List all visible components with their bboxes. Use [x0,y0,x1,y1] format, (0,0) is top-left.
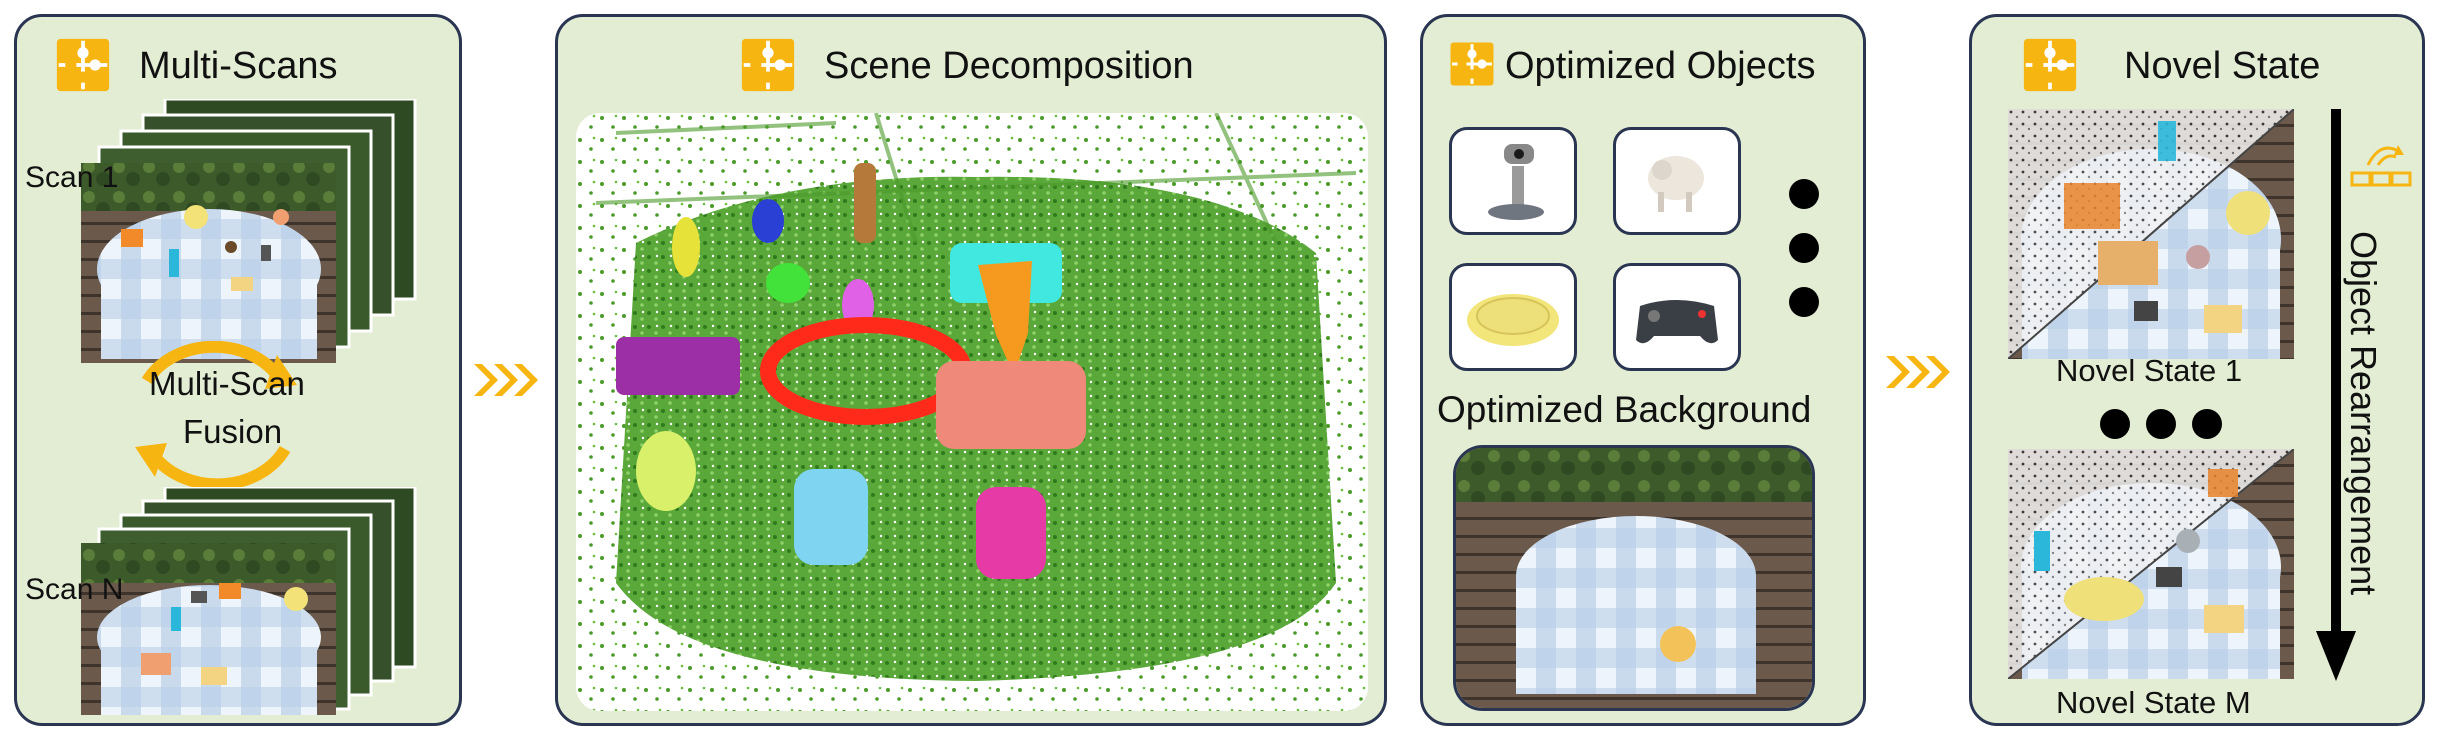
puzzle-icon [55,37,111,93]
scan-1-stack [81,97,421,369]
scene-decomposition-panel: Scene Decomposition [555,14,1387,726]
scan-n-label: Scan N [25,573,124,606]
ellipsis-dot [2100,409,2130,439]
novel-state-m-image [2008,449,2294,679]
novel-state-1-image [2008,109,2294,359]
chevron-arrow-icon [1886,356,1950,388]
panel-title-novel-state: Novel State [2124,45,2321,87]
puzzle-icon [1449,41,1495,87]
point-cloud-image [576,113,1368,711]
rearrangement-label: Object Rearrangement [2343,231,2384,596]
scan-1-label: Scan 1 [25,161,119,194]
rearrange-icon [2350,145,2412,187]
object-thumb-plate [1449,263,1577,371]
novel-state-m-label: Novel State M [2056,685,2251,720]
fusion-cycle-icon [135,341,297,491]
optimized-background-label: Optimized Background [1437,389,1812,430]
object-thumb-gamepad [1613,263,1741,371]
ellipsis-dot [2192,409,2222,439]
fusion-label-line2: Fusion [183,413,283,450]
novel-state-panel: Novel State Novel State 1 [1969,14,2425,726]
scan-n-image [81,485,417,715]
multi-scans-panel: Multi-Scans Scan 1 [14,14,462,726]
novel-state-1-label: Novel State 1 [2056,353,2243,388]
scan-1-image [81,97,417,363]
optimized-panel: Optimized Objects Optimized Bac [1420,14,1866,726]
chevron-arrow-icon [474,364,538,396]
object-thumb-robot [1449,127,1577,235]
rearrangement-arrow [2316,109,2356,681]
panel-title-scene-decomposition: Scene Decomposition [824,45,1194,87]
fusion-label-line1: Multi-Scan [149,365,305,402]
ellipsis-dot [1789,179,1819,209]
object-thumb-sheep [1613,127,1741,235]
puzzle-icon [2022,37,2078,93]
ellipsis-dot [1789,287,1819,317]
scan-n-stack [81,485,421,717]
puzzle-icon [740,37,796,93]
background-image [1453,445,1815,711]
ellipsis-dot [1789,233,1819,263]
panel-title-optimized-objects: Optimized Objects [1505,45,1816,87]
ellipsis-dot [2146,409,2176,439]
panel-title-multi-scans: Multi-Scans [139,45,338,87]
